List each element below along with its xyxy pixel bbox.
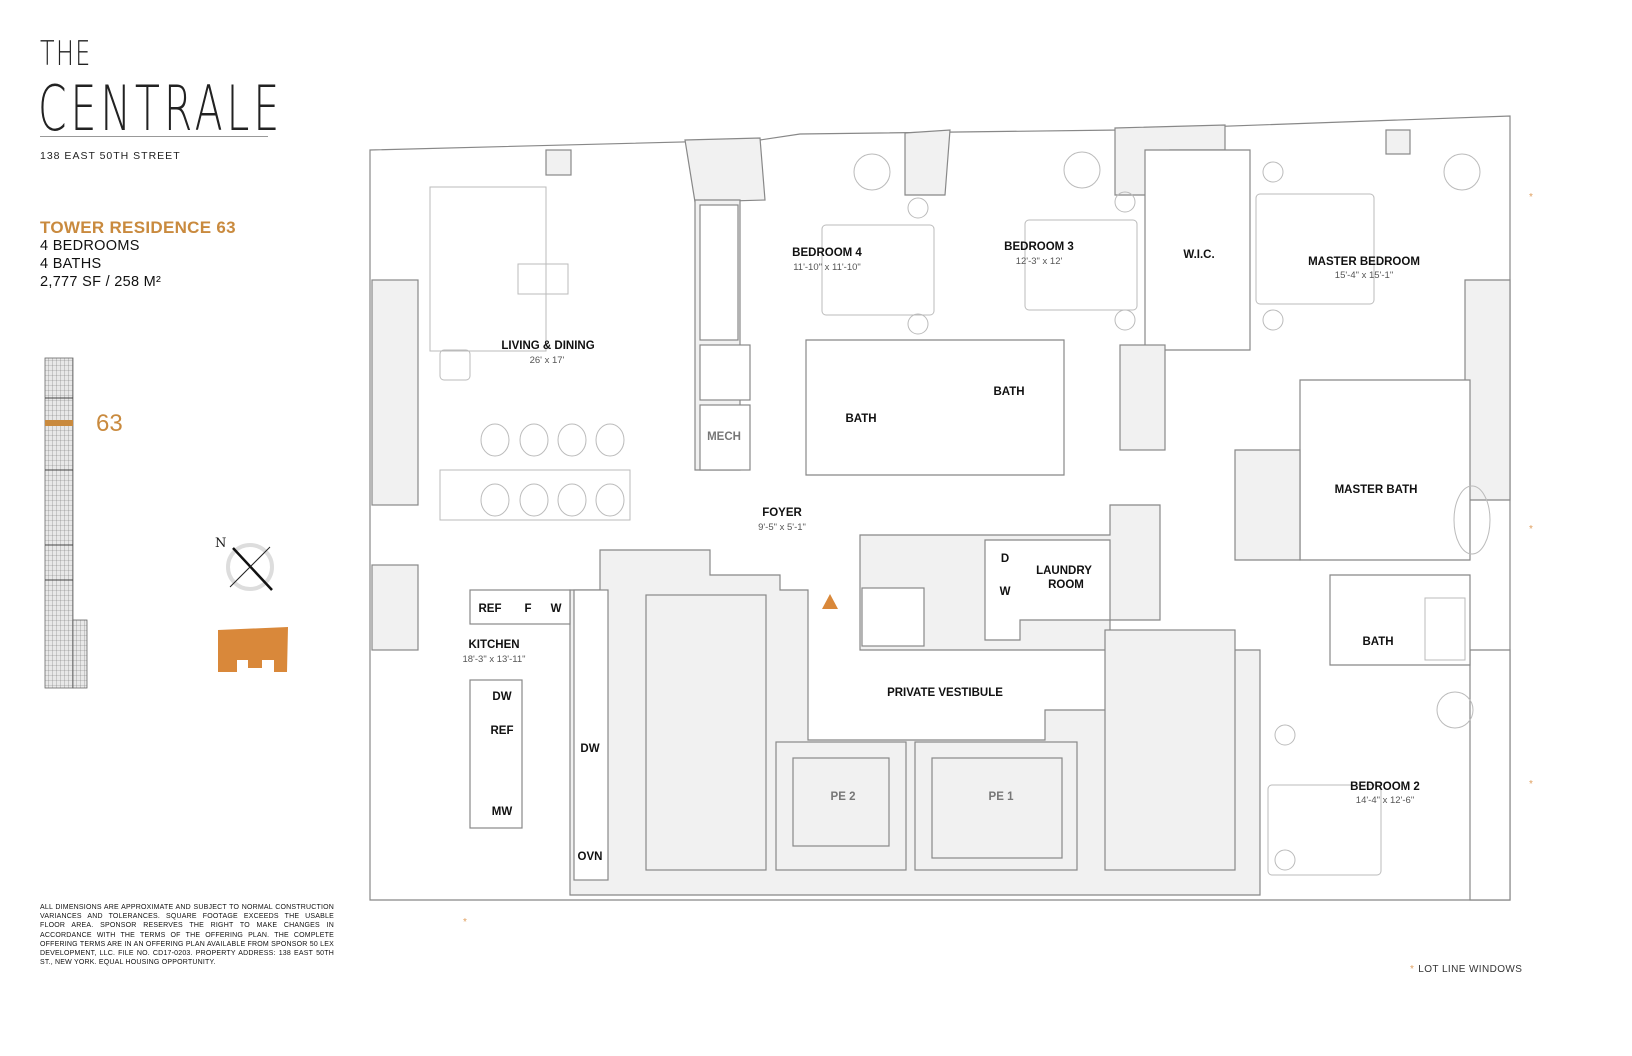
lot-line-marker: * bbox=[1529, 192, 1533, 203]
room-bedroom-3: BEDROOM 3 bbox=[1004, 241, 1074, 253]
fixture-dryer: D bbox=[1000, 553, 1010, 565]
north-label: N bbox=[215, 536, 227, 551]
fixture-oven: OVN bbox=[577, 851, 603, 863]
logo-the: THE bbox=[40, 34, 92, 74]
legend-symbol: * bbox=[1410, 964, 1415, 975]
residence-title: TOWER RESIDENCE 63 bbox=[40, 218, 236, 237]
room-laundry-line2: ROOM bbox=[1048, 579, 1084, 591]
room-mech: MECH bbox=[707, 431, 741, 443]
room-bath-bedroom2: BATH bbox=[1362, 636, 1394, 648]
bedroom-count: 4 BEDROOMS bbox=[40, 238, 140, 254]
room-bedroom-4-dims: 11'-10" x 11'-10" bbox=[793, 262, 861, 273]
fixture-freezer: F bbox=[524, 603, 532, 615]
disclaimer: ALL DIMENSIONS ARE APPROXIMATE AND SUBJE… bbox=[40, 904, 334, 967]
fixture-washer: W bbox=[999, 586, 1011, 598]
lot-line-marker: * bbox=[1529, 779, 1533, 790]
room-foyer-dims: 9'-5" x 5'-1" bbox=[758, 522, 806, 533]
room-living-dining: LIVING & DINING bbox=[501, 340, 595, 352]
room-kitchen: KITCHEN bbox=[468, 639, 520, 651]
room-foyer: FOYER bbox=[762, 507, 802, 519]
legend-label: LOT LINE WINDOWS bbox=[1418, 964, 1523, 975]
room-bedroom-2: BEDROOM 2 bbox=[1350, 781, 1420, 793]
floor-number: 63 bbox=[96, 410, 123, 437]
fixture-counter-dishwasher: DW bbox=[580, 743, 600, 755]
fixture-refrigerator: REF bbox=[478, 603, 502, 615]
lot-line-marker: * bbox=[463, 917, 467, 928]
logo-divider bbox=[40, 136, 268, 137]
logo-centrale: CENTRALE bbox=[38, 72, 284, 145]
room-bath-bedroom3: BATH bbox=[993, 386, 1025, 398]
area: 2,777 SF / 258 M² bbox=[40, 274, 162, 290]
room-wic: W.I.C. bbox=[1183, 249, 1215, 261]
room-laundry-line1: LAUNDRY bbox=[1036, 565, 1092, 577]
elevator-pe1: PE 1 bbox=[988, 791, 1014, 803]
floor-highlight bbox=[45, 420, 73, 426]
room-bath-bedroom4: BATH bbox=[845, 413, 877, 425]
room-living-dining-dims: 26' x 17' bbox=[529, 355, 565, 366]
fixture-island-refrigerator: REF bbox=[490, 725, 514, 737]
room-bedroom-4: BEDROOM 4 bbox=[792, 247, 862, 259]
room-private-vestibule: PRIVATE VESTIBULE bbox=[887, 687, 1003, 699]
legend: *LOT LINE WINDOWS bbox=[1410, 964, 1522, 975]
lot-line-marker: * bbox=[1529, 524, 1533, 535]
room-kitchen-dims: 18'-3" x 13'-11" bbox=[462, 654, 526, 665]
room-master-bedroom-dims: 15'-4" x 15'-1" bbox=[1334, 270, 1394, 281]
address: 138 EAST 50TH STREET bbox=[40, 150, 181, 162]
fixture-microwave: MW bbox=[491, 806, 513, 818]
room-bedroom-2-dims: 14'-4" x 12'-6" bbox=[1355, 795, 1415, 806]
room-master-bedroom: MASTER BEDROOM bbox=[1308, 256, 1420, 268]
bath-count: 4 BATHS bbox=[40, 256, 102, 272]
room-bedroom-3-dims: 12'-3" x 12' bbox=[1015, 256, 1063, 267]
fixture-wine: W bbox=[550, 603, 562, 615]
room-master-bath: MASTER BATH bbox=[1334, 484, 1418, 496]
elevator-pe2: PE 2 bbox=[830, 791, 856, 803]
entry-marker-icon bbox=[822, 594, 838, 609]
fixture-island-dishwasher: DW bbox=[492, 691, 512, 703]
